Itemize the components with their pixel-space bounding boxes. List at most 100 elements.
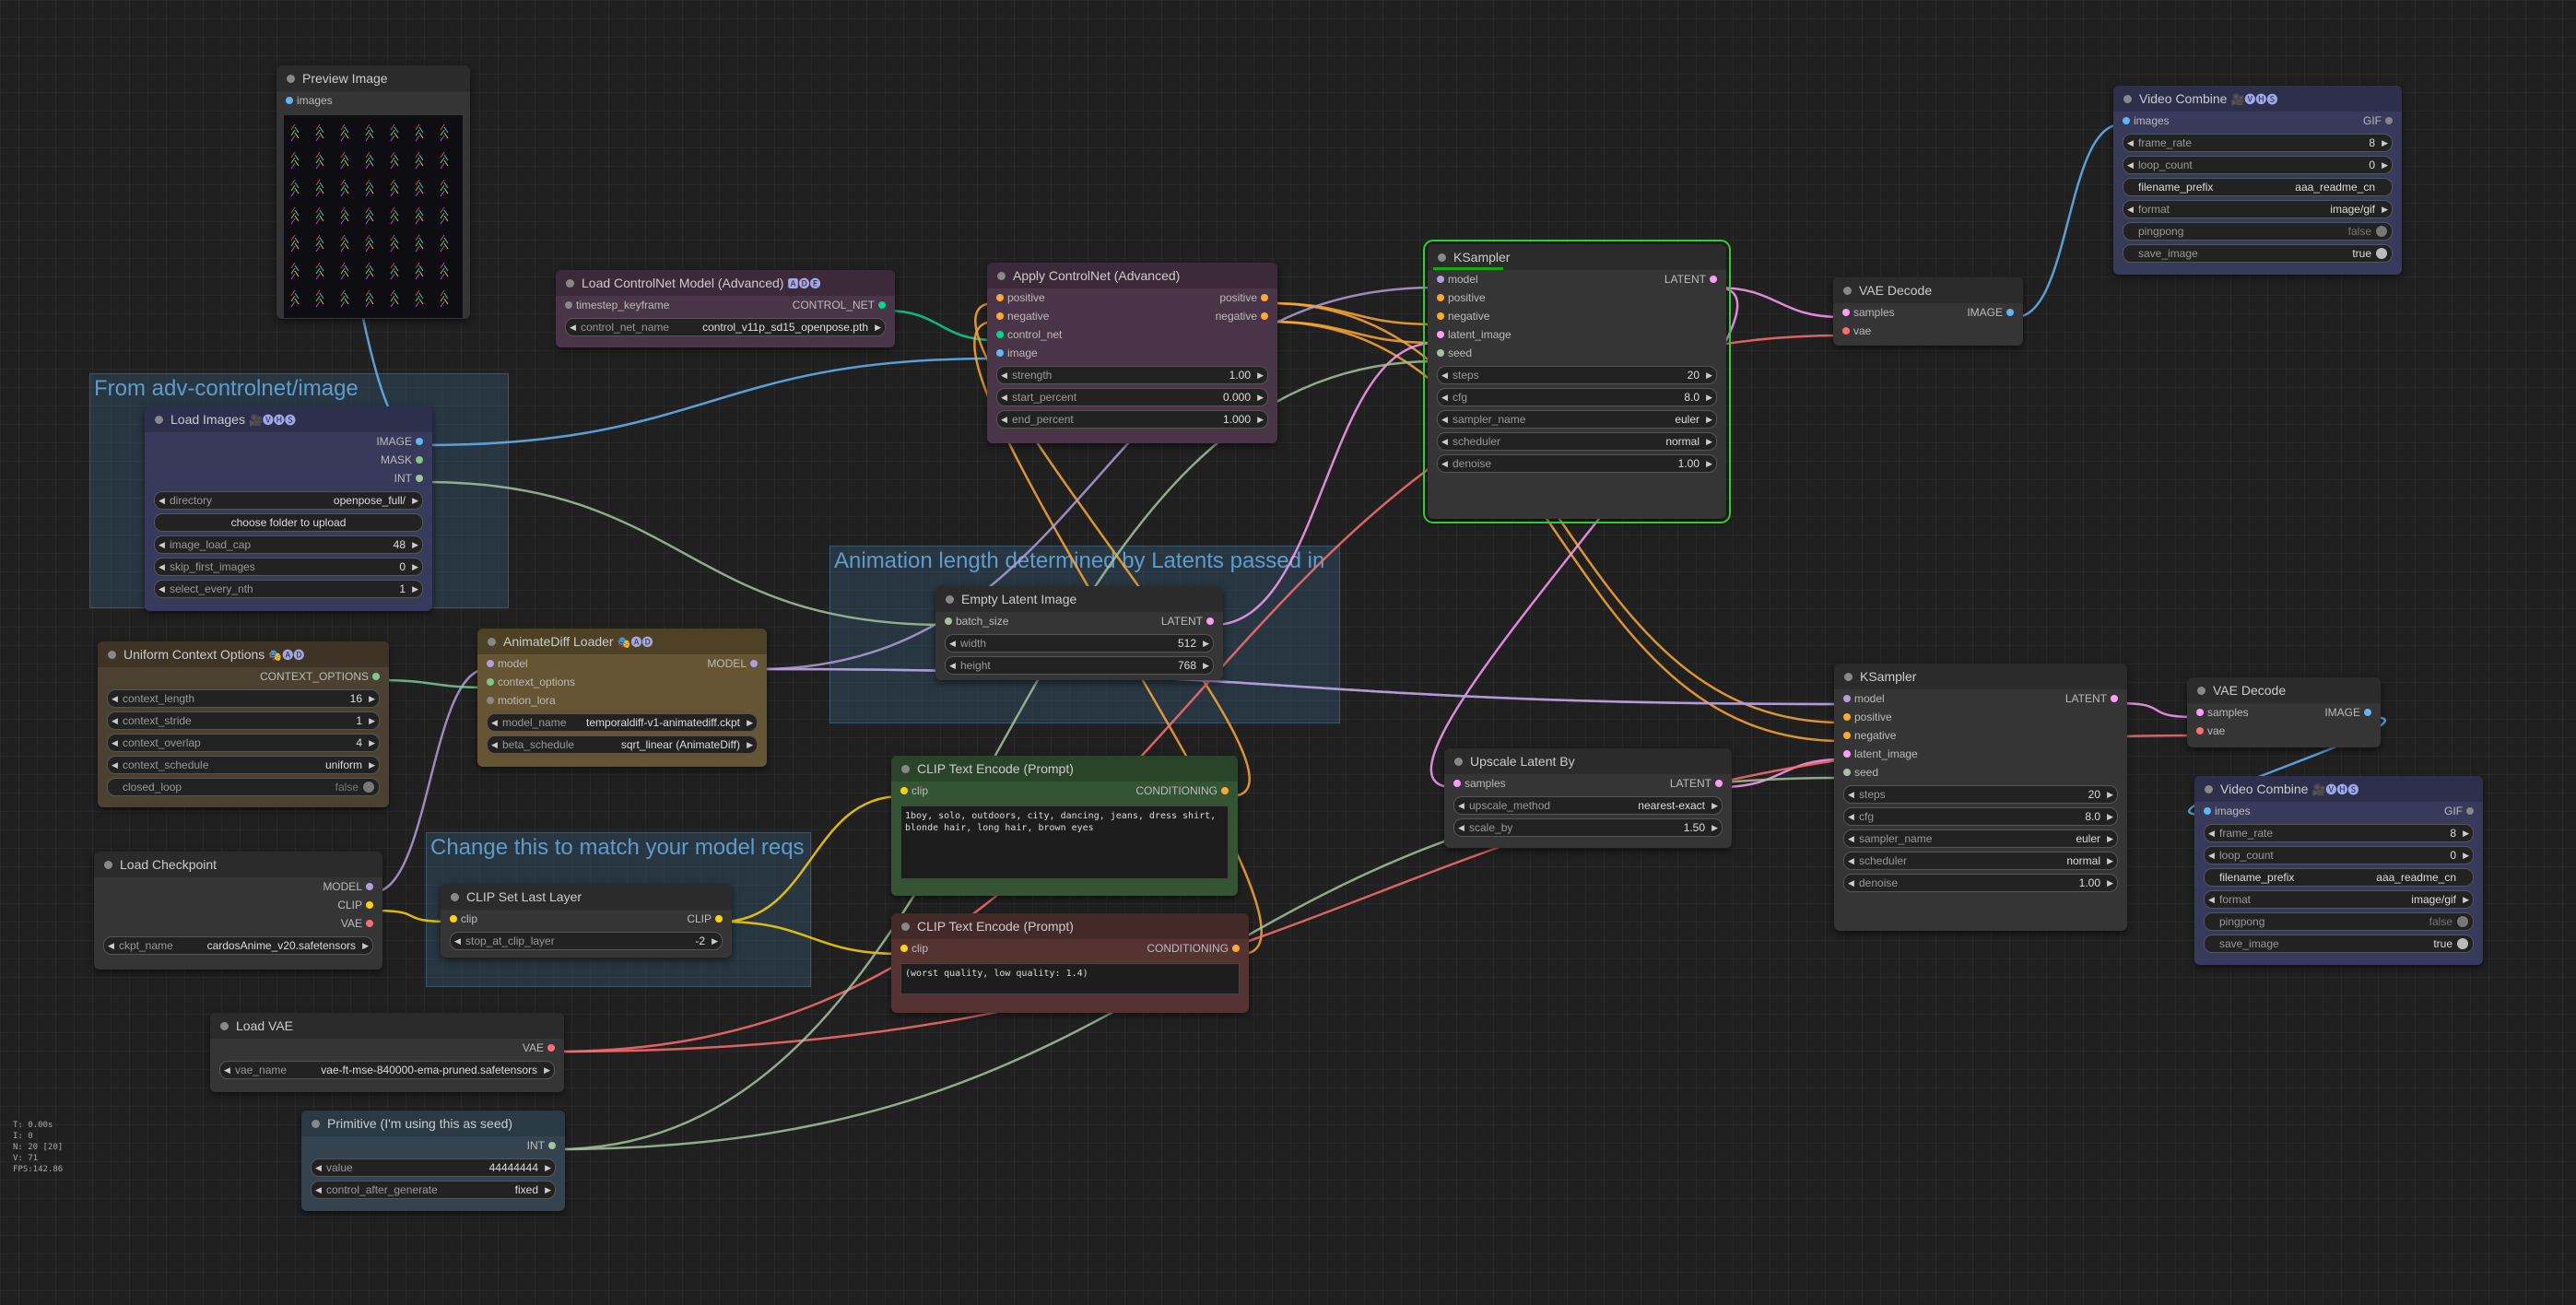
widget-model-name[interactable]: model_nametemporaldiff-v1-animatediff.ck… <box>487 713 758 732</box>
input-batch-size[interactable]: batch_size <box>945 612 1008 630</box>
input-negative[interactable]: negative <box>1437 307 1489 325</box>
output-latent[interactable]: LATENT <box>1161 612 1214 630</box>
output-clip[interactable]: CLIP <box>337 896 373 914</box>
prompt-textarea[interactable]: 1boy, solo, outdoors, city, dancing, jea… <box>900 805 1229 879</box>
node-title[interactable]: CLIP Text Encode (Prompt) <box>891 756 1238 782</box>
input-motion-lora[interactable]: motion_lora <box>487 691 556 710</box>
node-title[interactable]: KSampler <box>1428 244 1726 270</box>
input-seed[interactable]: seed <box>1843 763 1878 782</box>
node-title[interactable]: Uniform Context Options🎭🅐🅓 <box>98 641 389 667</box>
node-title[interactable]: VAE Decode <box>1833 277 2023 303</box>
input-vae[interactable]: vae <box>1842 322 1871 340</box>
output-conditioning[interactable]: CONDITIONING <box>1147 939 1240 958</box>
input-image[interactable]: image <box>996 344 1038 362</box>
input-clip[interactable]: clip <box>900 782 928 800</box>
node-title[interactable]: KSampler <box>1834 664 2127 689</box>
node-title[interactable]: Load ControlNet Model (Advanced)🅰🅓🅔 <box>556 270 895 296</box>
output-gif[interactable]: GIF <box>2444 802 2474 820</box>
node-preview-image[interactable]: Preview Image images <box>276 65 470 319</box>
output-mask[interactable]: MASK <box>381 451 423 469</box>
node-title[interactable]: Empty Latent Image <box>935 586 1223 612</box>
widget-control-net-name[interactable]: control_net_namecontrol_v11p_sd15_openpo… <box>565 318 886 336</box>
input-images[interactable]: images <box>2204 802 2251 820</box>
node-title[interactable]: Preview Image <box>276 65 470 91</box>
input-clip[interactable]: clip <box>450 910 477 928</box>
node-title[interactable]: VAE Decode <box>2187 677 2381 703</box>
node-title[interactable]: Load VAE <box>210 1013 564 1039</box>
input-samples[interactable]: samples <box>1842 303 1895 322</box>
output-vae[interactable]: VAE <box>341 914 373 933</box>
input-positive[interactable]: positive <box>1437 288 1486 307</box>
node-title[interactable]: CLIP Set Last Layer <box>441 884 732 910</box>
input-samples[interactable]: samples <box>1453 774 1506 793</box>
input-negative[interactable]: negative <box>996 307 1049 325</box>
output-vae[interactable]: VAE <box>523 1039 555 1057</box>
node-title[interactable]: Video Combine🎥🅥🅗🅢 <box>2113 86 2402 112</box>
input-images[interactable]: images <box>2123 112 2170 130</box>
input-seed[interactable]: seed <box>1437 344 1472 362</box>
collapse-dot[interactable] <box>287 75 295 83</box>
input-model[interactable]: model <box>1437 270 1478 288</box>
input-latent-image[interactable]: latent_image <box>1437 325 1511 344</box>
output-latent[interactable]: LATENT <box>2065 689 2118 708</box>
output-model[interactable]: MODEL <box>323 877 373 896</box>
output-context-options[interactable]: CONTEXT_OPTIONS <box>260 667 380 686</box>
output-control-net[interactable]: CONTROL_NET <box>793 296 886 314</box>
widget-scale-by[interactable]: scale_by1.50 <box>1453 818 1723 837</box>
node-title[interactable]: Load Images🎥🅥🅗🅢 <box>145 406 432 432</box>
output-int[interactable]: INT <box>527 1136 556 1155</box>
input-latent-image[interactable]: latent_image <box>1843 745 1918 763</box>
node-load-controlnet[interactable]: Load ControlNet Model (Advanced)🅰🅓🅔 time… <box>556 270 895 347</box>
widget-stop-at-clip-layer[interactable]: stop_at_clip_layer-2 <box>450 932 723 950</box>
output-image[interactable]: IMAGE <box>2324 703 2371 722</box>
input-model[interactable]: model <box>487 654 528 673</box>
output-latent[interactable]: LATENT <box>1670 774 1723 793</box>
output-image[interactable]: IMAGE <box>1967 303 2014 322</box>
input-negative[interactable]: negative <box>1843 726 1896 745</box>
output-negative[interactable]: negative <box>1216 307 1268 325</box>
node-title[interactable]: AnimateDiff Loader🎭🅐🅓 <box>477 629 767 654</box>
input-context-options[interactable]: context_options <box>487 673 575 691</box>
input-vae[interactable]: vae <box>2196 722 2225 740</box>
node-title[interactable]: Apply ControlNet (Advanced) <box>987 263 1277 288</box>
output-int[interactable]: INT <box>394 469 423 488</box>
node-title[interactable]: Primitive (I'm using this as seed) <box>301 1111 565 1136</box>
